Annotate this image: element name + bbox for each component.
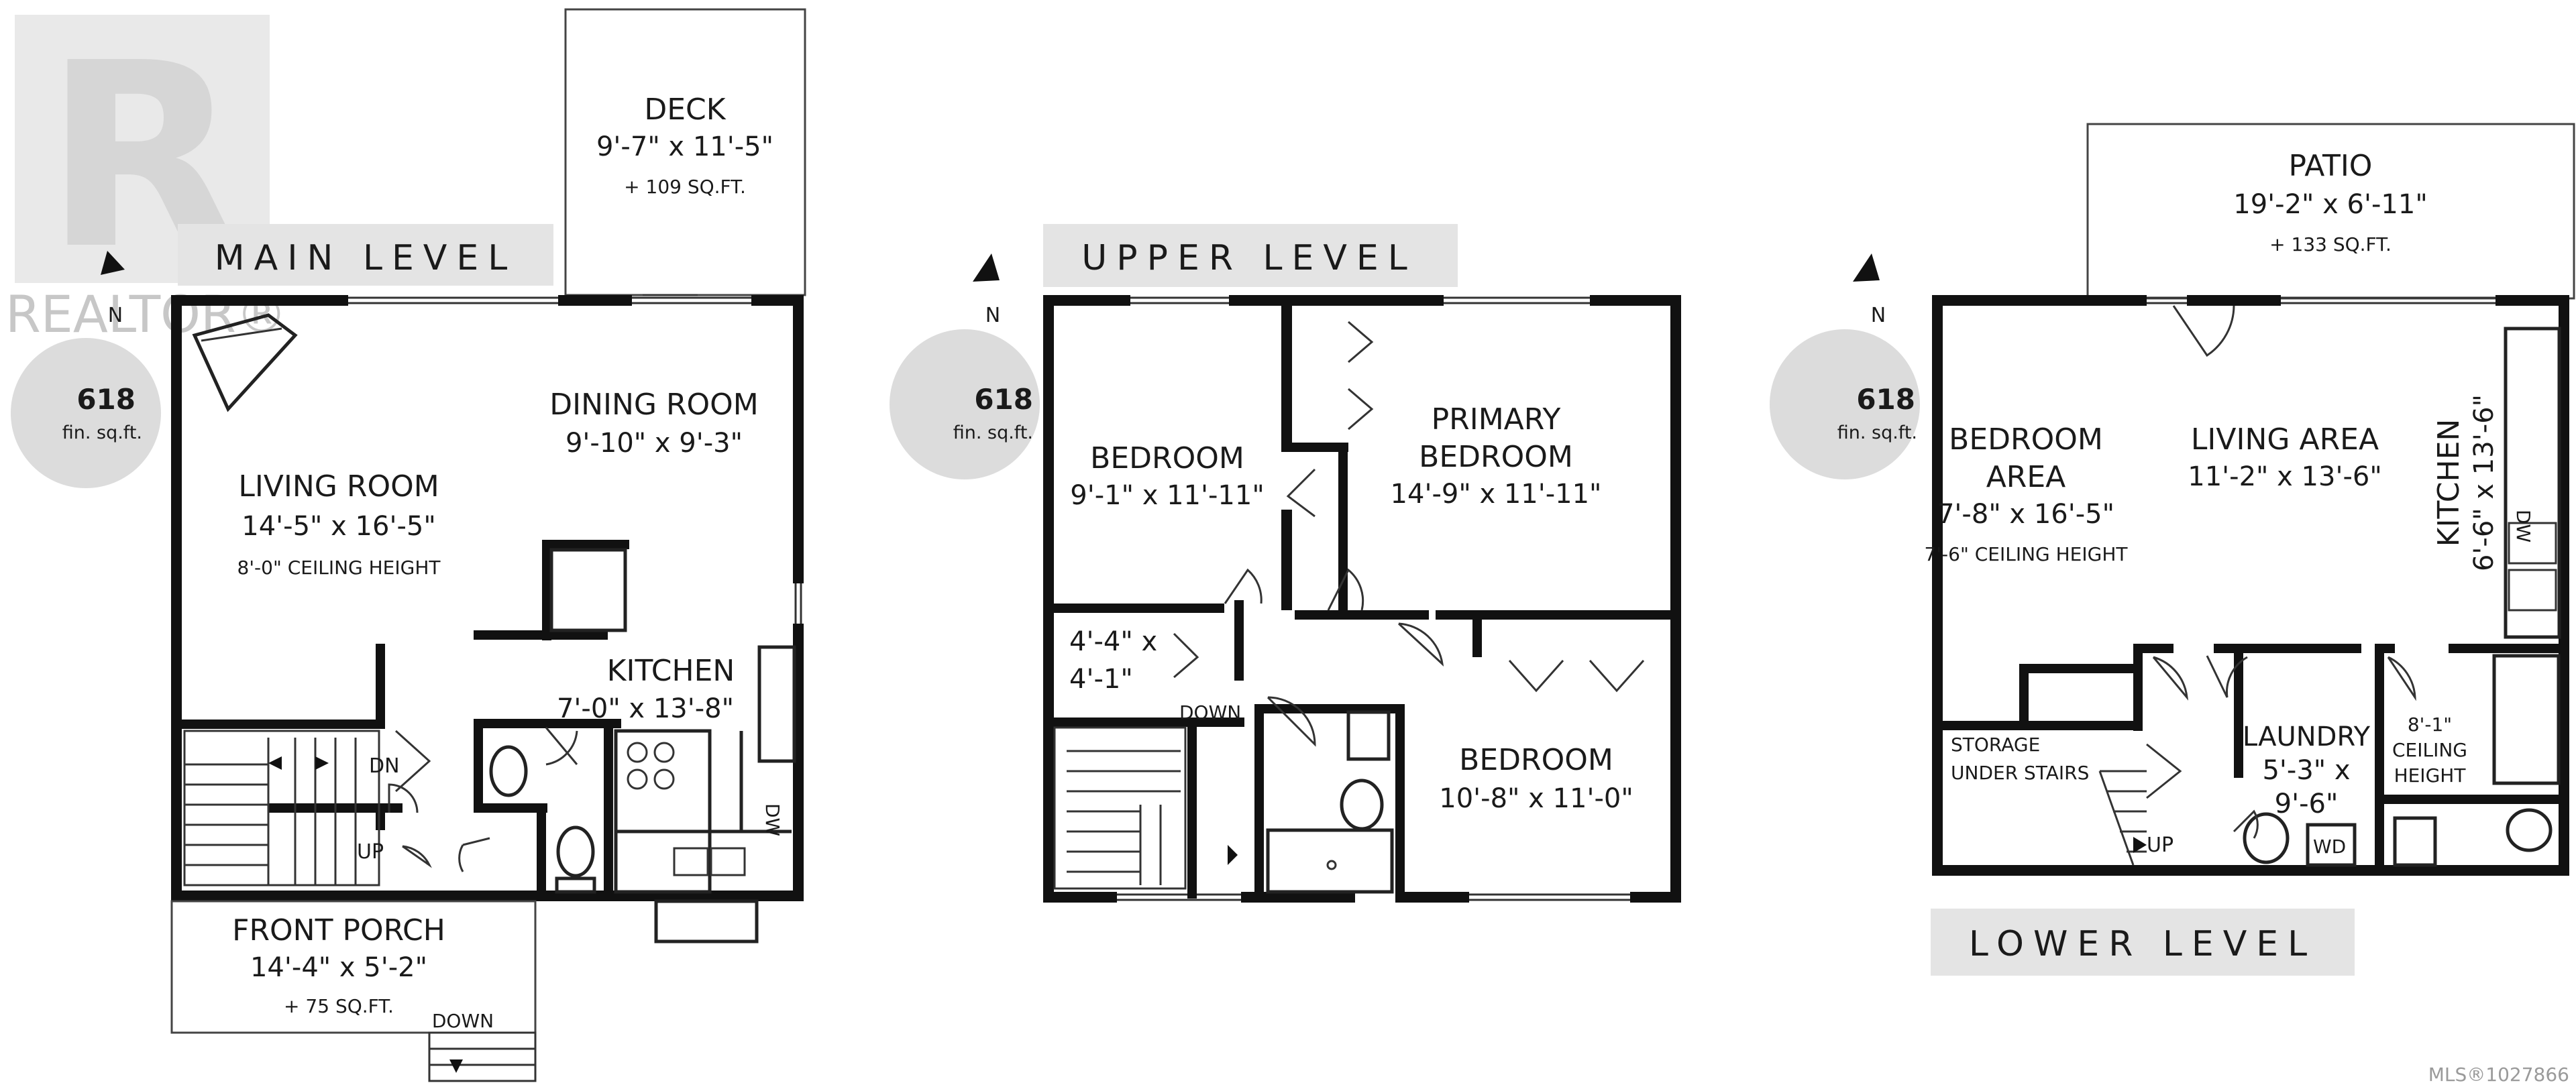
kitchen-name: KITCHEN [607,654,735,688]
main-level: DECK 9'-7" x 11'-5" + 109 SQ.FT. MAIN LE… [11,8,806,1082]
porch-name: FRONT PORCH [232,913,445,948]
upper-sqft-unit: fin. sq.ft. [953,422,1033,443]
storage-name-2: UNDER STAIRS [1951,762,2089,784]
lower-compass-arrow-icon [1853,253,1880,282]
lower-level-label-box [1931,909,2355,976]
living-dims: 14'-5" x 16'-5" [241,511,435,542]
primary-name-1: PRIMARY [1432,402,1561,437]
lower-wd-label: WD [2313,836,2346,858]
main-dw-label: DW [761,803,784,836]
main-stair-up: UP [357,840,384,864]
lower-sqft-unit: fin. sq.ft. [1837,422,1917,443]
closet-dims-1: 4'-4" x [1069,626,1157,657]
main-compass-arrow-icon [101,251,125,275]
main-level-label-box [178,224,553,286]
deck-name: DECK [644,93,726,127]
closet-dims-2: 4'-1" [1069,664,1133,695]
porch-dims: 14'-4" x 5'-2" [250,952,427,983]
main-sqft-number: 618 [76,383,136,416]
porch-note: + 75 SQ.FT. [284,995,394,1017]
lower-compass-n: N [1871,304,1886,327]
bedroom-area-dims: 7'-8" x 16'-5" [1937,499,2114,530]
patio-dims: 19'-2" x 6'-11" [2233,189,2427,220]
bedroom-area-note: 7'-6" CEILING HEIGHT [1925,543,2129,565]
main-compass-n: N [108,304,123,327]
dining-name: DINING ROOM [549,388,759,422]
bedroom-left-name: BEDROOM [1090,441,1244,475]
lower-kitchen-name: KITCHEN [2432,419,2466,547]
upper-sqft-circle [890,329,1040,479]
upper-level: UPPER LEVEL 618 fin. sq.ft. N [890,224,1681,903]
bedroom-left-dims: 9'-1" x 11'-11" [1070,480,1264,511]
realtor-logo: R REALTOR® [5,8,287,344]
upper-level-label-box [1043,224,1458,287]
upper-compass-n: N [985,304,1000,327]
stair-arrow-icon [268,756,282,770]
patio-name: PATIO [2289,149,2373,183]
bedroom-area-name-2: AREA [1986,460,2066,494]
patio-note: + 133 SQ.FT. [2269,233,2392,255]
upper-level-label: UPPER LEVEL [1081,238,1417,278]
dining-dims: 9'-10" x 9'-3" [566,428,743,459]
patio-outline [2086,123,2575,300]
living-area-name: LIVING AREA [2191,422,2379,457]
bedroom-area-name-1: BEDROOM [1949,422,2103,457]
porch-down-arrow-icon [449,1059,463,1073]
porch-down-label: DOWN [432,1010,494,1032]
upper-stair-arrow-icon [1228,845,1238,865]
lower-ceiling-1: 8'-1" [2408,713,2452,736]
upper-stair-down: DOWN [1179,701,1241,724]
living-note: 8'-0" CEILING HEIGHT [237,557,441,579]
lower-level-label: LOWER LEVEL [1969,924,2316,964]
main-stair-dn: DN [369,754,400,778]
lower-level: PATIO 19'-2" x 6'-11" + 133 SQ.FT. 618 f… [1770,123,2575,976]
primary-name-2: BEDROOM [1419,440,1573,474]
upper-sqft-number: 618 [974,383,1033,416]
upper-compass-arrow-icon [973,253,1000,282]
primary-dims: 14'-9" x 11'-11" [1391,479,1602,510]
lower-ceiling-3: HEIGHT [2394,764,2467,787]
lower-stair-up: UP [2147,834,2174,857]
main-level-label: MAIN LEVEL [215,238,517,278]
mls-number: MLS®1027866 [2428,1064,2569,1086]
laundry-dims-2: 9'-6" [2275,789,2339,819]
living-name: LIVING ROOM [238,469,439,504]
lower-sqft-circle [1770,329,1920,479]
lower-kitchen-dims: 6'-6" x 13'-6" [2469,394,2500,571]
laundry-name: LAUNDRY [2243,722,2371,752]
kitchen-dims: 7'-0" x 13'-8" [557,693,734,724]
storage-name-1: STORAGE [1951,734,2040,756]
stair-arrow-icon-2 [315,756,329,770]
deck-note: + 109 SQ.FT. [624,176,746,198]
main-sqft-unit: fin. sq.ft. [62,422,142,443]
laundry-dims-1: 5'-3" x [2262,755,2350,786]
main-sqft-circle [11,338,161,488]
bedroom-right-name: BEDROOM [1459,743,1613,777]
porch-outline [170,900,537,1034]
deck-dims: 9'-7" x 11'-5" [596,131,773,162]
deck-outline [564,8,806,296]
lower-dw-label: DW [2512,510,2534,542]
lower-sqft-number: 618 [1856,383,1915,416]
living-area-dims: 11'-2" x 13'-6" [2188,461,2381,492]
lower-ceiling-2: CEILING [2392,739,2467,761]
bedroom-right-dims: 10'-8" x 11'-0" [1439,783,1633,814]
lower-stair-arrow-icon [2133,837,2147,853]
